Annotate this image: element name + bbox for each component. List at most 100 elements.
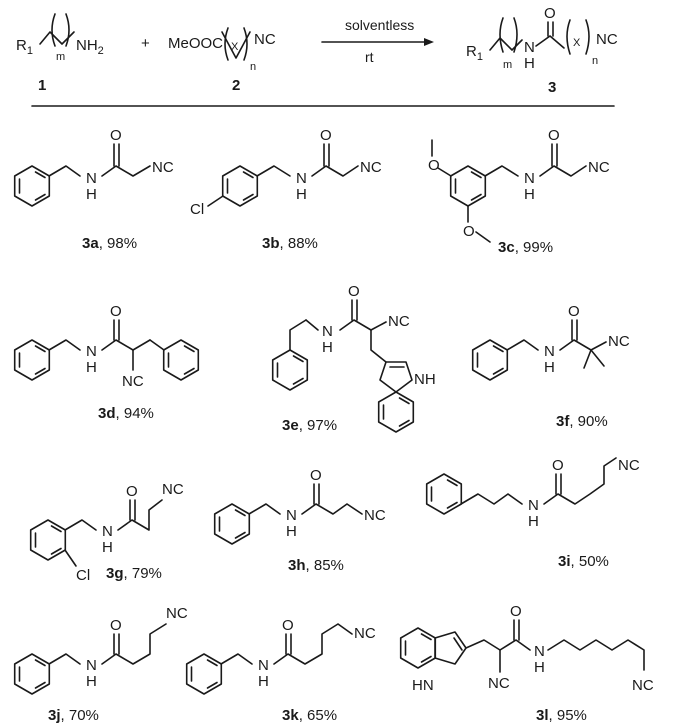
structure-3k: N H O NC 3k, 65% [185, 617, 376, 724]
structure-3f: N H O NC 3f, 90% [471, 303, 630, 430]
caption-3k: 3k, 65% [282, 707, 337, 724]
caption-3c: 3c, 99% [498, 239, 553, 256]
svg-text:m: m [503, 59, 512, 71]
svg-text:O: O [110, 303, 122, 320]
structure-3c: N H O NC O O 3c, 99% [428, 127, 610, 256]
svg-text:O: O [544, 5, 556, 22]
svg-text:X: X [573, 37, 581, 49]
svg-text:NC: NC [388, 313, 410, 330]
svg-text:NC: NC [360, 159, 382, 176]
svg-text:NC: NC [618, 457, 640, 474]
svg-text:O: O [552, 457, 564, 474]
svg-text:H: H [528, 513, 539, 530]
svg-text:X: X [231, 41, 239, 53]
svg-text:N: N [258, 657, 269, 674]
svg-text:Cl: Cl [190, 201, 204, 218]
structure-3d: N H O NC 3d, 94% [13, 303, 200, 422]
svg-text:N: N [528, 497, 539, 514]
structure-3e: N H O NC NH 3e, 97% [271, 283, 436, 434]
svg-text:NC: NC [488, 675, 510, 692]
compound-number-1: 1 [38, 77, 46, 94]
caption-3e: 3e, 97% [282, 417, 337, 434]
svg-text:O: O [310, 467, 322, 484]
svg-text:NC: NC [588, 159, 610, 176]
svg-text:H: H [102, 539, 113, 556]
svg-text:N: N [524, 170, 535, 187]
svg-text:O: O [320, 127, 332, 144]
caption-3g: 3g, 79% [106, 565, 162, 582]
svg-text:N: N [86, 657, 97, 674]
svg-text:H: H [86, 186, 97, 203]
svg-text:m: m [56, 51, 65, 63]
caption-3h: 3h, 85% [288, 557, 344, 574]
svg-text:H: H [524, 186, 535, 203]
svg-text:NC: NC [632, 677, 654, 694]
svg-text:n: n [250, 61, 256, 73]
svg-text:R1: R1 [466, 43, 483, 63]
caption-3j: 3j, 70% [48, 707, 99, 724]
compound-number-3: 3 [548, 79, 556, 96]
product-general-3: R1 m N H O X n NC 3 [466, 5, 618, 96]
svg-text:O: O [428, 157, 440, 174]
structure-3h: N H O NC 3h, 85% [213, 467, 386, 574]
reagent-1-amine: R1 m NH2 1 [16, 13, 104, 94]
svg-text:O: O [463, 223, 475, 240]
svg-text:N: N [524, 39, 535, 56]
structure-3a: N H O NC 3a, 98% [13, 127, 174, 252]
svg-text:H: H [258, 673, 269, 690]
svg-text:NC: NC [152, 159, 174, 176]
svg-text:solventless: solventless [345, 17, 414, 33]
svg-text:N: N [102, 523, 113, 540]
svg-text:N: N [296, 170, 307, 187]
svg-text:NH2: NH2 [76, 37, 104, 57]
svg-text:N: N [86, 170, 97, 187]
caption-3l: 3l, 95% [536, 707, 587, 724]
svg-text:Cl: Cl [76, 567, 90, 584]
svg-text:NC: NC [166, 605, 188, 622]
svg-text:NC: NC [608, 333, 630, 350]
svg-text:NC: NC [254, 31, 276, 48]
svg-text:H: H [534, 659, 545, 676]
svg-text:N: N [322, 323, 333, 340]
svg-text:O: O [110, 127, 122, 144]
svg-text:NC: NC [122, 373, 144, 390]
svg-text:H: H [544, 359, 555, 376]
svg-text:HN: HN [412, 677, 434, 694]
svg-text:H: H [86, 673, 97, 690]
svg-text:NC: NC [162, 481, 184, 498]
svg-text:O: O [282, 617, 294, 634]
svg-text:H: H [286, 523, 297, 540]
structure-3b: Cl N H O NC 3b, 88% [190, 127, 382, 252]
svg-text:N: N [286, 507, 297, 524]
caption-3d: 3d, 94% [98, 405, 154, 422]
svg-text:N: N [534, 643, 545, 660]
svg-text:NC: NC [364, 507, 386, 524]
structure-3j: N H O NC 3j, 70% [13, 605, 188, 724]
caption-3a: 3a, 98% [82, 235, 137, 252]
svg-text:H: H [86, 359, 97, 376]
caption-3i: 3i, 50% [558, 553, 609, 570]
svg-text:R1: R1 [16, 37, 33, 57]
compound-number-2: 2 [232, 77, 240, 94]
structure-3l: HN NC O N H NC 3l, 95% [399, 603, 654, 724]
svg-text:H: H [296, 186, 307, 203]
svg-text:O: O [110, 617, 122, 634]
svg-text:O: O [348, 283, 360, 300]
svg-text:O: O [126, 483, 138, 500]
svg-text:NC: NC [596, 31, 618, 48]
structure-3i: N H O NC 3i, 50% [425, 457, 640, 570]
svg-text:NH: NH [414, 371, 436, 388]
svg-text:NC: NC [354, 625, 376, 642]
caption-3f: 3f, 90% [556, 413, 608, 430]
svg-text:MeOOC: MeOOC [168, 35, 223, 52]
reaction-arrow: solventless rt [321, 17, 434, 65]
reagent-2-isocyanoester: MeOOC X n NC 2 [168, 27, 276, 94]
caption-3b: 3b, 88% [262, 235, 318, 252]
svg-text:O: O [548, 127, 560, 144]
svg-text:rt: rt [365, 49, 374, 65]
plus-sign: + [141, 35, 150, 52]
svg-text:H: H [524, 55, 535, 72]
svg-text:N: N [544, 343, 555, 360]
svg-text:n: n [592, 55, 598, 67]
